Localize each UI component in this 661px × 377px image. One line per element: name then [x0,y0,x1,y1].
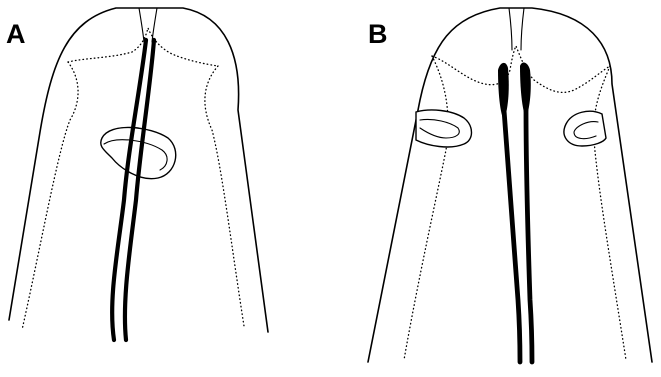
panel-b-drawing [368,8,652,362]
panel-b-stoma-right [521,8,524,50]
panel-b-stylet-right [526,108,532,362]
panel-b-left-amphid [416,110,472,147]
panel-b-left-inner-contour [404,56,448,360]
panel-a-stoma-left [139,8,144,42]
panel-b-stylet-left [504,110,520,362]
panel-label-b: B [368,21,388,48]
panel-a-stoma-right [152,8,157,42]
panel-b-right-amphid [564,111,606,146]
panel-a-left-inner-contour [22,62,78,330]
panel-a-stylet-left [112,40,146,340]
panel-b-stoma-left [509,8,512,50]
panel-a-drawing [9,8,268,340]
panel-label-a: A [6,21,26,48]
panel-b-right-inner-contour [594,66,626,360]
